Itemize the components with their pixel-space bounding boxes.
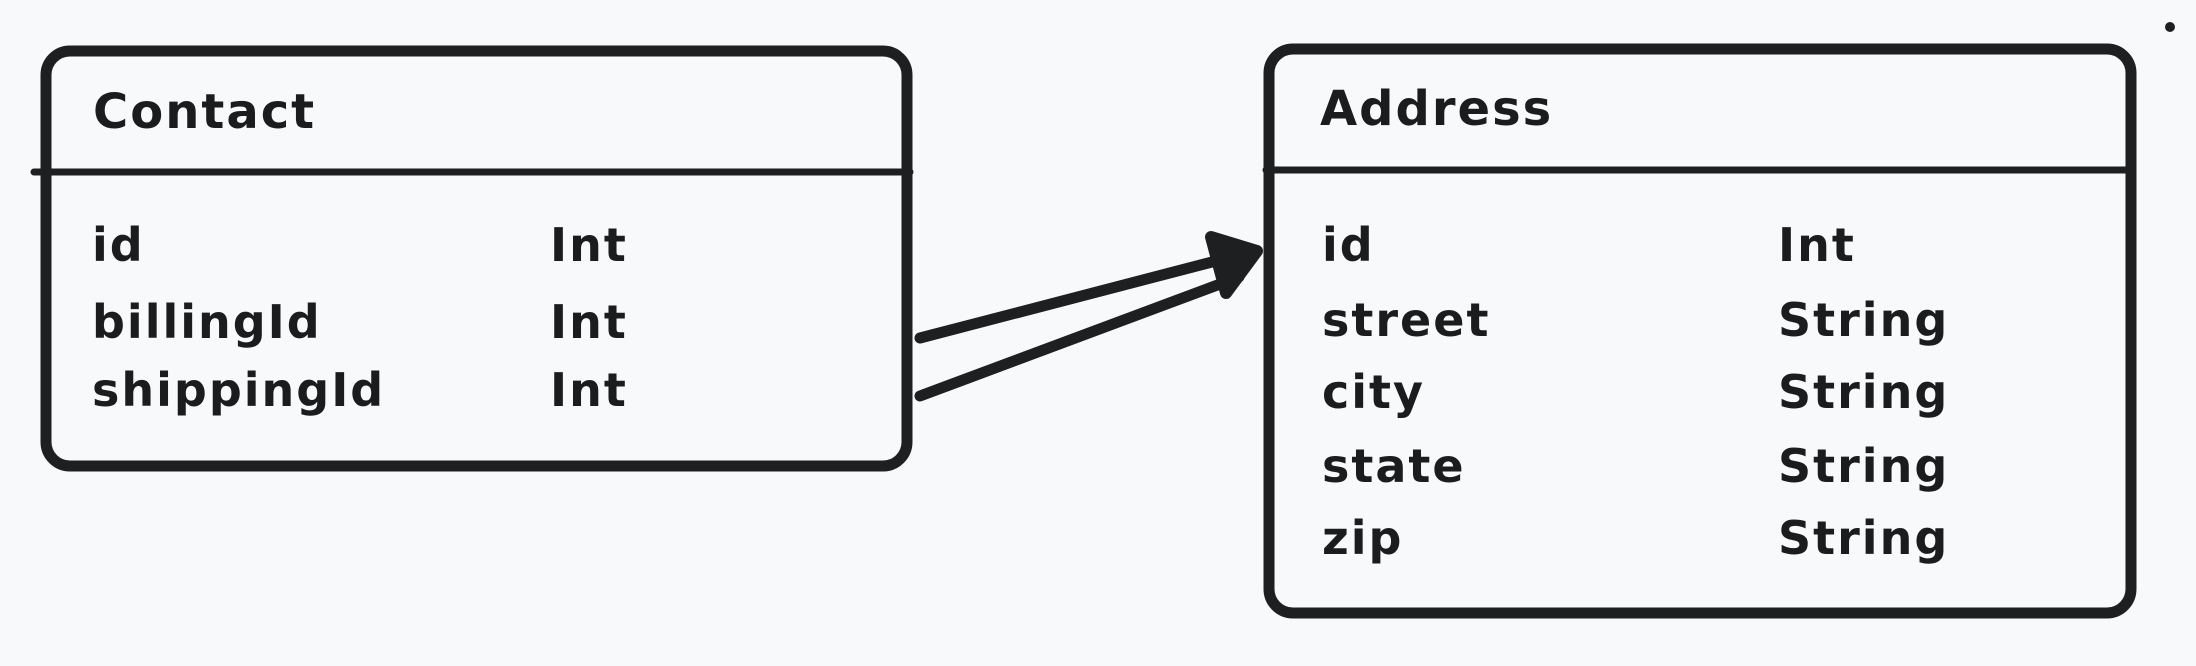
field-name: id: [92, 218, 145, 272]
field-type: Int: [550, 363, 628, 417]
field-type: Int: [550, 295, 628, 349]
address-entity-title: Address: [1320, 81, 1554, 137]
field-name: id: [1322, 218, 1375, 272]
field-type: String: [1778, 439, 1950, 493]
field-name: city: [1322, 365, 1426, 419]
contact-box-outline: [40, 45, 913, 472]
field-type: String: [1778, 511, 1950, 565]
field-name: state: [1322, 439, 1466, 493]
billing-to-address-arrow-line: [914, 250, 1241, 344]
field-type: String: [1778, 365, 1950, 419]
field-type: Int: [1778, 218, 1856, 272]
field-name: zip: [1322, 511, 1404, 565]
field-type: String: [1778, 293, 1950, 347]
address-box-outline: [1263, 43, 2137, 619]
stray-dot: [2165, 22, 2175, 32]
field-name: street: [1322, 293, 1491, 347]
contact-entity-title: Contact: [93, 84, 317, 140]
field-name: billingId: [92, 295, 322, 349]
field-name: shippingId: [92, 363, 386, 417]
arrow-head: [1205, 231, 1263, 299]
shipping-to-address-arrow-line: [914, 271, 1245, 402]
field-type: Int: [550, 218, 628, 272]
